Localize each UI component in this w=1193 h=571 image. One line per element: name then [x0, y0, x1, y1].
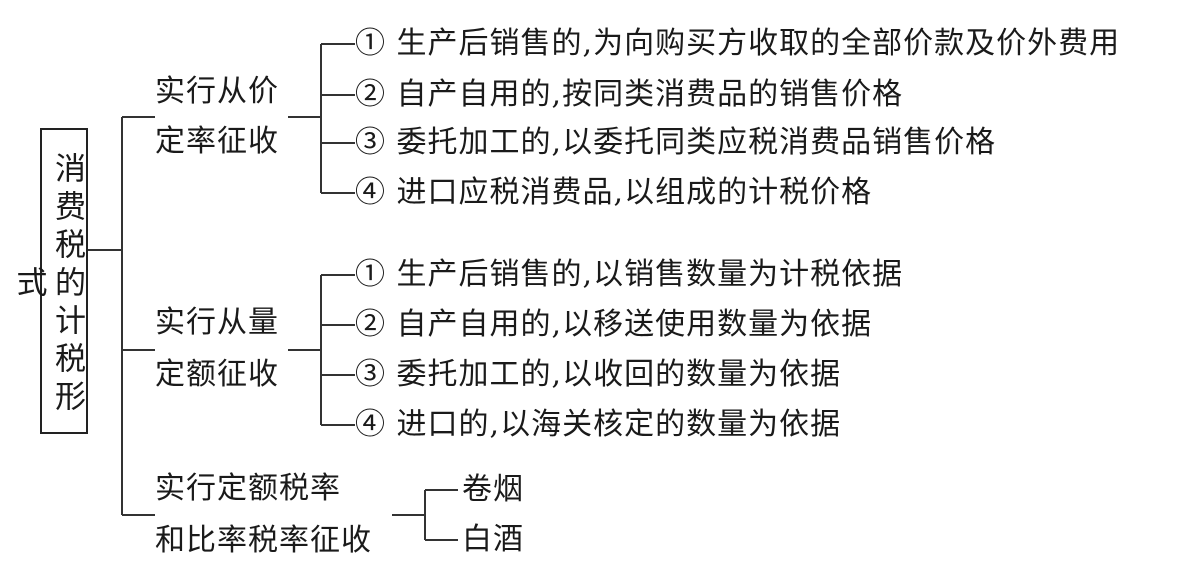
branch2-item: ② 自产自用的,以移送使用数量为依据 [355, 307, 873, 342]
branch2-item: ④ 进口的,以海关核定的数量为依据 [355, 407, 842, 442]
branch3-item: 白酒 [462, 522, 524, 557]
branch3-label-line1: 实行定额税率 [155, 471, 341, 506]
branch1-item: ④ 进口应税消费品,以组成的计税价格 [355, 175, 873, 210]
branch3-label-line2: 和比率税率征收 [155, 523, 372, 558]
branch3-connector [122, 489, 458, 541]
branch1-connector [122, 43, 355, 194]
branch2-label-line2: 定额征收 [155, 357, 279, 392]
branch3-item: 卷烟 [462, 472, 524, 507]
branch1-item: ③ 委托加工的,以委托同类应税消费品销售价格 [355, 125, 997, 160]
branch1-item: ② 自产自用的,按同类消费品的销售价格 [355, 77, 904, 112]
branch2-item: ③ 委托加工的,以收回的数量为依据 [355, 357, 842, 392]
root-label: 消费税的计税形式 [10, 152, 86, 418]
branch2-label-line1: 实行从量 [155, 305, 279, 340]
branch2-connector [122, 274, 355, 426]
branch2-item: ① 生产后销售的,以销售数量为计税依据 [355, 257, 904, 292]
root-connector [87, 117, 123, 515]
branch1-label-line2: 定率征收 [155, 124, 279, 159]
root-node: 消费税的计税形式 [10, 128, 88, 434]
branch1-label-line1: 实行从价 [155, 74, 279, 109]
branch1-item: ① 生产后销售的,为向购买方收取的全部价款及价外费用 [355, 26, 1121, 61]
